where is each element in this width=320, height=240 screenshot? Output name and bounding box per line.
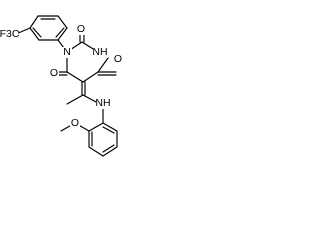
ring-nh-label: NH xyxy=(92,46,107,58)
bond xyxy=(66,71,84,83)
bond xyxy=(88,146,104,157)
label-background xyxy=(93,47,108,58)
bond-layer xyxy=(15,15,118,157)
bond xyxy=(97,57,109,73)
label-background xyxy=(76,24,86,35)
bond xyxy=(32,27,42,38)
bond xyxy=(82,94,99,104)
label-background xyxy=(1,29,18,40)
bond xyxy=(55,27,65,38)
right-carbonyl-oxygen-label: O xyxy=(114,53,122,65)
bond xyxy=(88,122,104,132)
upper-carbonyl-oxygen-label: O xyxy=(77,23,85,35)
bond xyxy=(102,144,115,153)
bond xyxy=(29,27,40,41)
bond xyxy=(82,71,99,83)
atom-label-layer: F3C N NH O O O NH O xyxy=(0,23,123,129)
bond xyxy=(15,27,31,35)
cf3-label: F3C xyxy=(0,28,20,40)
molecule-structure-diagram: F3C N NH O O O NH O xyxy=(0,15,123,157)
bond xyxy=(102,126,115,134)
bond xyxy=(57,27,68,41)
amine-nh-label: NH xyxy=(95,97,110,109)
left-carbonyl-oxygen-label: O xyxy=(50,67,58,79)
bond xyxy=(29,15,39,29)
label-background xyxy=(62,47,72,58)
bond xyxy=(66,94,84,105)
label-background xyxy=(49,68,59,79)
bond xyxy=(102,146,118,157)
bond xyxy=(102,122,118,132)
bond xyxy=(57,15,68,29)
ring-nitrogen-label: N xyxy=(63,46,71,58)
methoxy-oxygen-label: O xyxy=(71,117,79,129)
label-background xyxy=(113,54,123,65)
label-background xyxy=(96,98,111,109)
label-background xyxy=(70,118,80,129)
